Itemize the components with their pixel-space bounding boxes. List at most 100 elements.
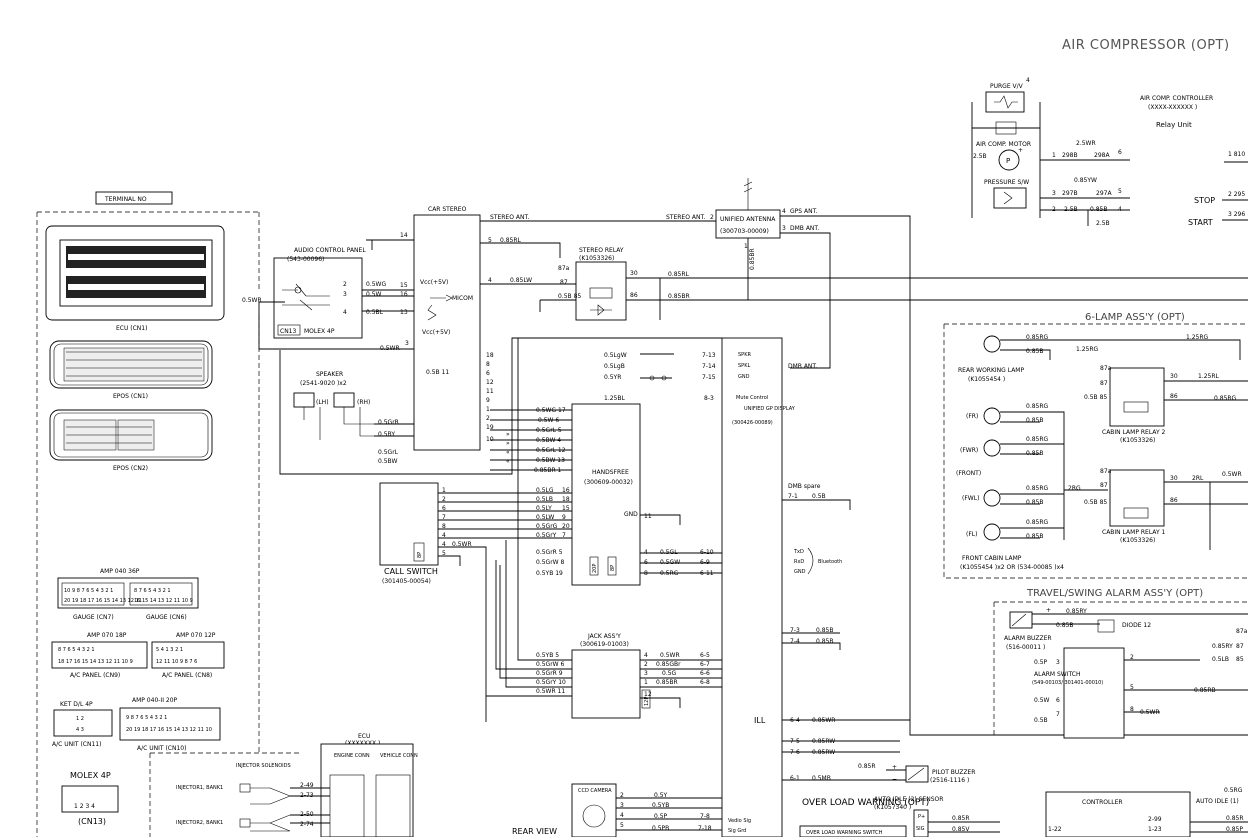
svg-text:298B: 298B [1062,152,1078,159]
svg-text:0.5B 85: 0.5B 85 [1084,499,1107,506]
wire-085yw: 0.85YW [1074,177,1097,184]
svg-text:87a: 87a [1100,468,1112,475]
handsfree-conn-8p: 8P [610,565,616,571]
svg-text:7-13: 7-13 [702,352,716,359]
gp-mute: Mute Control [736,395,768,401]
gp-gnd2: GND [794,569,806,575]
svg-text:7-4: 7-4 [790,638,800,645]
wire-085rl-relay: 0.85RL [668,271,690,278]
ket-4p-label: KET D/L 4P [60,701,93,708]
wire-085b-fwr: 0.85B [1026,450,1043,457]
ecu-cn1-label: ECU (CN1) [116,325,147,332]
svg-text:18 17 16 15 14 13 12 11 10 9: 18 17 16 15 14 13 12 11 10 9 [58,659,133,665]
svg-text:+: + [1046,607,1051,614]
gp-video: Vedio Sig [728,818,751,824]
svg-text:1: 1 [442,487,446,494]
wire-05grl: 0.5GrL [378,449,399,456]
ecu-vehicle-conn: VEHICLE CONN [380,753,418,759]
ac-panel-connectors: 8 7 6 5 4 3 2 1 18 17 16 15 14 13 12 11 … [51,641,225,669]
svg-text:7-1: 7-1 [788,493,798,500]
svg-text:9: 9 [562,514,566,521]
svg-text:0.85RB: 0.85RB [1194,687,1216,694]
wire-25b-motor: 2.5B [973,153,987,160]
handsfree-conn-20p: 20P [592,564,598,573]
svg-text:6: 6 [644,559,648,566]
gp-gnd: GND [738,374,750,380]
svg-text:10 9 8 7 6 5 4 3 2 1: 10 9 8 7 6 5 4 3 2 1 [64,588,113,594]
svg-text:0.5P: 0.5P [1034,659,1048,666]
svg-text:0.5BW 4: 0.5BW 4 [536,437,561,444]
svg-text:4 3: 4 3 [76,727,84,733]
svg-text:87: 87 [1100,482,1108,489]
cabin-relay-1-part: (K1053326) [1120,537,1155,544]
overload-warning: OVER LOAD WARNING (OPT) [802,798,929,808]
svg-text:87a: 87a [1236,628,1248,635]
car-stereo-micom: MICOM [452,295,473,302]
svg-text:4: 4 [782,208,786,215]
svg-text:1-23: 1-23 [1148,826,1162,833]
gp-ill: ILL [754,716,766,725]
svg-text:87: 87 [560,279,568,286]
svg-text:1: 1 [486,406,490,413]
air-comp-controller-part: (XXXX-XXXXXX ) [1148,104,1197,111]
svg-text:4: 4 [1118,206,1122,213]
svg-text:0.5LW: 0.5LW [536,514,554,521]
svg-text:0.5LG: 0.5LG [536,487,554,494]
audio-cn13: CN13 [280,328,296,335]
svg-text:0.5GrR 9: 0.5GrR 9 [536,670,563,677]
svg-text:0.85BR: 0.85BR [656,679,678,686]
svg-text:3: 3 [1052,190,1056,197]
svg-text:1: 1 [644,679,648,686]
svg-text:0.5PB: 0.5PB [652,825,669,832]
svg-text:−: − [1046,621,1051,628]
svg-text:0.5GrW 8: 0.5GrW 8 [536,559,564,566]
svg-text:0.5G: 0.5G [662,670,677,677]
svg-text:0.5P: 0.5P [654,813,668,820]
wire-05bw: 0.5BW [378,458,397,465]
svg-text:87a: 87a [1100,365,1112,372]
svg-text:12: 12 [644,691,652,698]
jack-assy: JACK ASS'Y (300619-01003) 12P 0.5YB 5 0.… [536,633,710,719]
svg-text:3: 3 [782,225,786,232]
svg-text:7-15: 7-15 [702,374,716,381]
svg-text:0.5GrW 6: 0.5GrW 6 [536,661,564,668]
svg-text:5: 5 [1118,188,1122,195]
wire-085b-ps: 0.85B [1090,206,1107,213]
svg-text:2-50: 2-50 [300,811,314,818]
wire-085ry: 0.85RY [1066,608,1087,615]
svg-text:87: 87 [1236,643,1244,650]
wire-2rg: 2RG [1068,485,1081,492]
wire-085b-fr: 0.85B [1026,417,1043,424]
pressure-switch: PRESSURE S/W [984,179,1029,186]
lamp-fr: (FR) [966,413,978,420]
svg-text:0.5RG: 0.5RG [660,570,679,577]
svg-text:3 296: 3 296 [1228,211,1245,218]
gp-display: SPKR SPKL GND Mute Control UNIFIED GP DI… [702,337,851,837]
svg-text:13: 13 [400,309,408,316]
ac-panel-cn9-label: A/C PANEL (CN9) [70,672,120,679]
ecu-cn1-connector [45,225,225,321]
terminal-panel: TERMINAL NO ECU (CN1) EPOS (CN1) EP [36,191,300,837]
svg-text:1: 1 [1052,152,1056,159]
svg-text:30: 30 [1170,373,1178,380]
gp-title: UNIFIED GP DISPLAY [744,406,796,412]
svg-text:»: » [506,440,510,447]
svg-text:8: 8 [1130,706,1134,713]
svg-text:5: 5 [488,237,492,244]
audio-panel-part: (543-00096) [287,256,324,263]
wire-05grr: 0.5GrR [378,419,399,426]
svg-text:1 2: 1 2 [76,716,84,722]
svg-text:0.85GBr: 0.85GBr [656,661,681,668]
svg-text:86: 86 [630,292,638,299]
svg-text:0.5LB: 0.5LB [536,496,553,503]
svg-text:30: 30 [630,270,638,277]
svg-text:6-8: 6-8 [700,679,710,686]
svg-text:6: 6 [1056,697,1060,704]
ecu-block: ECU (XXXXXXX ) ENGINE CONN VEHICLE CONN … [176,733,418,837]
stop-label: STOP [1194,196,1215,205]
amp070-12p-label: AMP 070 12P [176,632,216,639]
audio-molex: MOLEX 4P [304,328,335,335]
stereo-relay-part: (K1053326) [579,255,614,262]
svg-text:6: 6 [486,370,490,377]
